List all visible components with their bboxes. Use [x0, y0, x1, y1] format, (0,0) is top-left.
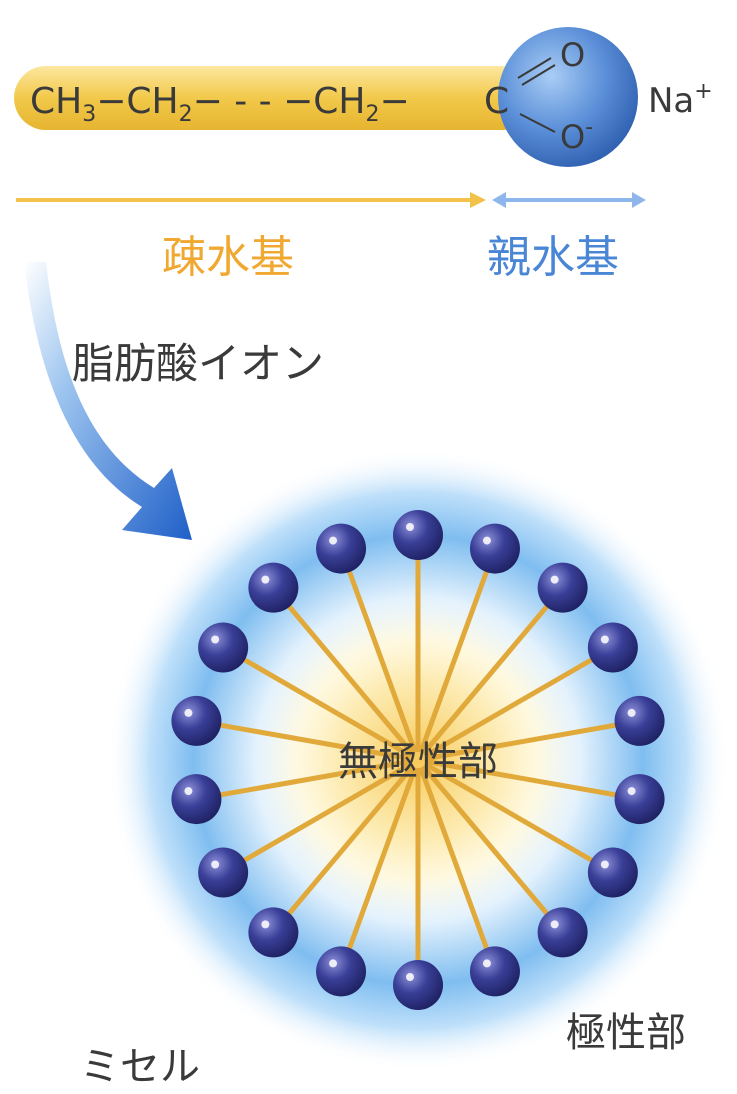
micelle-tail — [425, 758, 641, 802]
micelle-tail — [271, 764, 415, 934]
micelle-head-bead — [171, 695, 222, 746]
micelle-tail — [423, 645, 615, 759]
bead-highlight — [600, 635, 609, 644]
micelle-tail — [423, 761, 615, 875]
micelle-tail — [418, 766, 498, 973]
micelle-tail — [195, 718, 411, 762]
hydrophobic-arrow — [16, 192, 486, 208]
bead-highlight — [406, 523, 414, 531]
micelle-head-bead — [393, 510, 443, 560]
double-bond-1 — [517, 57, 552, 79]
micelle-tail — [425, 718, 641, 762]
bead-highlight — [261, 920, 270, 929]
bead-highlight — [211, 860, 220, 869]
bead-highlight — [184, 787, 193, 796]
micelle-label: ミセル — [80, 1044, 200, 1090]
micelle-tail — [221, 761, 413, 875]
micelle-tail — [421, 586, 565, 756]
hydrophilic-arrow — [492, 192, 646, 208]
micelle-head-bead — [537, 562, 588, 613]
curved-arrow — [24, 262, 192, 540]
double-bond-2 — [521, 64, 556, 86]
micelle-tail — [338, 766, 418, 973]
oxygen-bottom: O- — [560, 115, 593, 156]
micelle-head-bead — [248, 562, 299, 613]
hydrocarbon-chain: CH3−CH2− - - −CH2− — [30, 81, 410, 127]
hydrophobic-tail — [14, 66, 534, 130]
bead-highlight — [550, 575, 559, 584]
micelle-head-bead — [469, 946, 520, 997]
polar-label: 極性部 — [566, 1010, 686, 1056]
micelle-head-bead — [198, 847, 249, 898]
hydrophilic-label: 親水基 — [487, 232, 619, 283]
bead-highlight — [627, 708, 636, 717]
micelle-head-bead — [171, 774, 222, 825]
micelle-tails — [195, 535, 641, 985]
micelle-tail — [421, 764, 565, 934]
micelle — [106, 448, 730, 1072]
micelle-head-bead — [614, 695, 665, 746]
bead-highlight — [329, 536, 338, 545]
bead-highlight — [482, 959, 491, 968]
bead-highlight — [261, 575, 270, 584]
oxygen-top: O — [560, 36, 585, 74]
micelle-head-bead — [316, 946, 367, 997]
hydrophobic-label: 疎水基 — [162, 232, 294, 283]
micelle-head-bead — [248, 907, 299, 958]
micelle-tail — [195, 758, 411, 802]
sodium-ion: Na+ — [648, 79, 713, 121]
micelle-head-bead — [316, 523, 367, 574]
micelle-tail — [271, 586, 415, 756]
micelle-tail — [221, 645, 413, 759]
micelle-head-bead — [614, 774, 665, 825]
micelle-tail — [418, 547, 498, 754]
bead-highlight — [329, 959, 338, 968]
bead-highlight — [406, 973, 414, 981]
micelle-heads — [171, 510, 665, 1010]
micelle-tail — [338, 547, 418, 754]
micelle-head-bead — [393, 960, 443, 1010]
fatty-acid-ion-label: 脂肪酸イオン — [72, 339, 324, 388]
micelle-head-bead — [587, 622, 638, 673]
micelle-head-bead — [587, 847, 638, 898]
bead-highlight — [600, 860, 609, 869]
micelle-head-bead — [537, 907, 588, 958]
micelle-head-bead — [198, 622, 249, 673]
bead-highlight — [482, 536, 491, 545]
carboxyl-carbon: C — [484, 81, 509, 122]
fatty-acid-molecule: CH3−CH2− - - −CH2− C O O- Na+ — [14, 27, 713, 167]
bead-highlight — [184, 708, 193, 717]
nonpolar-label: 無極性部 — [338, 739, 498, 785]
bead-highlight — [211, 635, 220, 644]
single-bond — [519, 113, 556, 133]
bead-highlight — [550, 920, 559, 929]
micelle-head-bead — [469, 523, 520, 574]
hydrophilic-head — [498, 27, 638, 167]
micelle-core — [268, 610, 568, 910]
bead-highlight — [627, 787, 636, 796]
